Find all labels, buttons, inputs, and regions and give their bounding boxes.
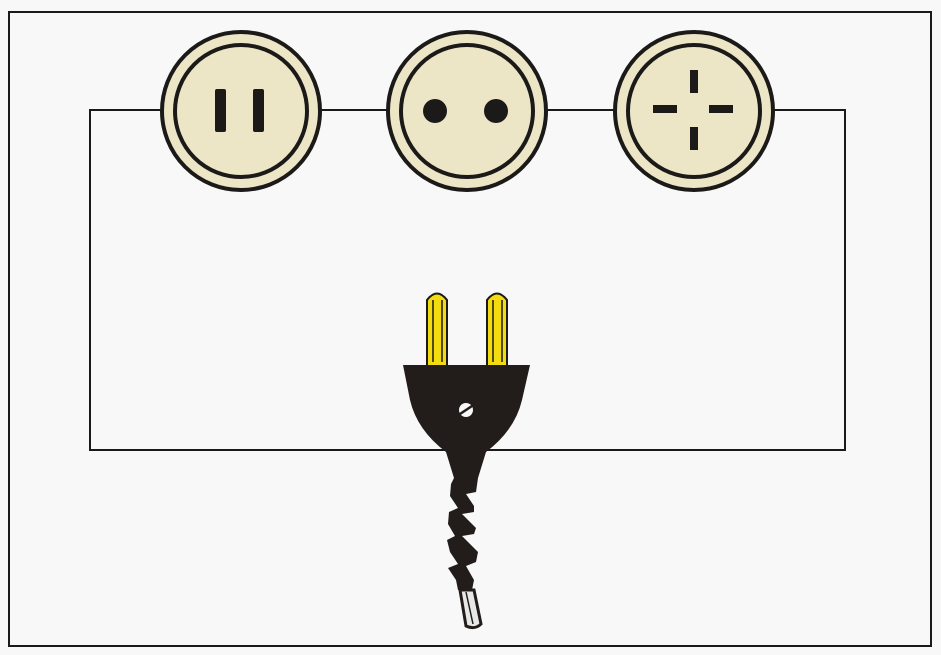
plug-strain-relief bbox=[447, 478, 478, 590]
two-round-hole-socket-icon bbox=[388, 32, 546, 190]
plug-pin bbox=[487, 294, 507, 367]
socket-slot bbox=[215, 89, 226, 132]
plug-pin bbox=[427, 294, 447, 367]
socket-slot bbox=[709, 105, 733, 113]
two-pin-plug-icon bbox=[403, 294, 530, 628]
plug-screw bbox=[459, 403, 473, 417]
four-slot-cross-socket-icon bbox=[615, 32, 773, 190]
plug-body bbox=[403, 365, 530, 478]
socket-hole bbox=[423, 99, 447, 123]
socket-slot bbox=[690, 127, 698, 150]
socket-slot bbox=[690, 70, 698, 93]
two-slot-socket-icon bbox=[162, 32, 320, 190]
cord-tip bbox=[460, 590, 481, 628]
socket-slot bbox=[653, 105, 677, 113]
socket-slot bbox=[253, 89, 264, 132]
socket-hole bbox=[484, 99, 508, 123]
